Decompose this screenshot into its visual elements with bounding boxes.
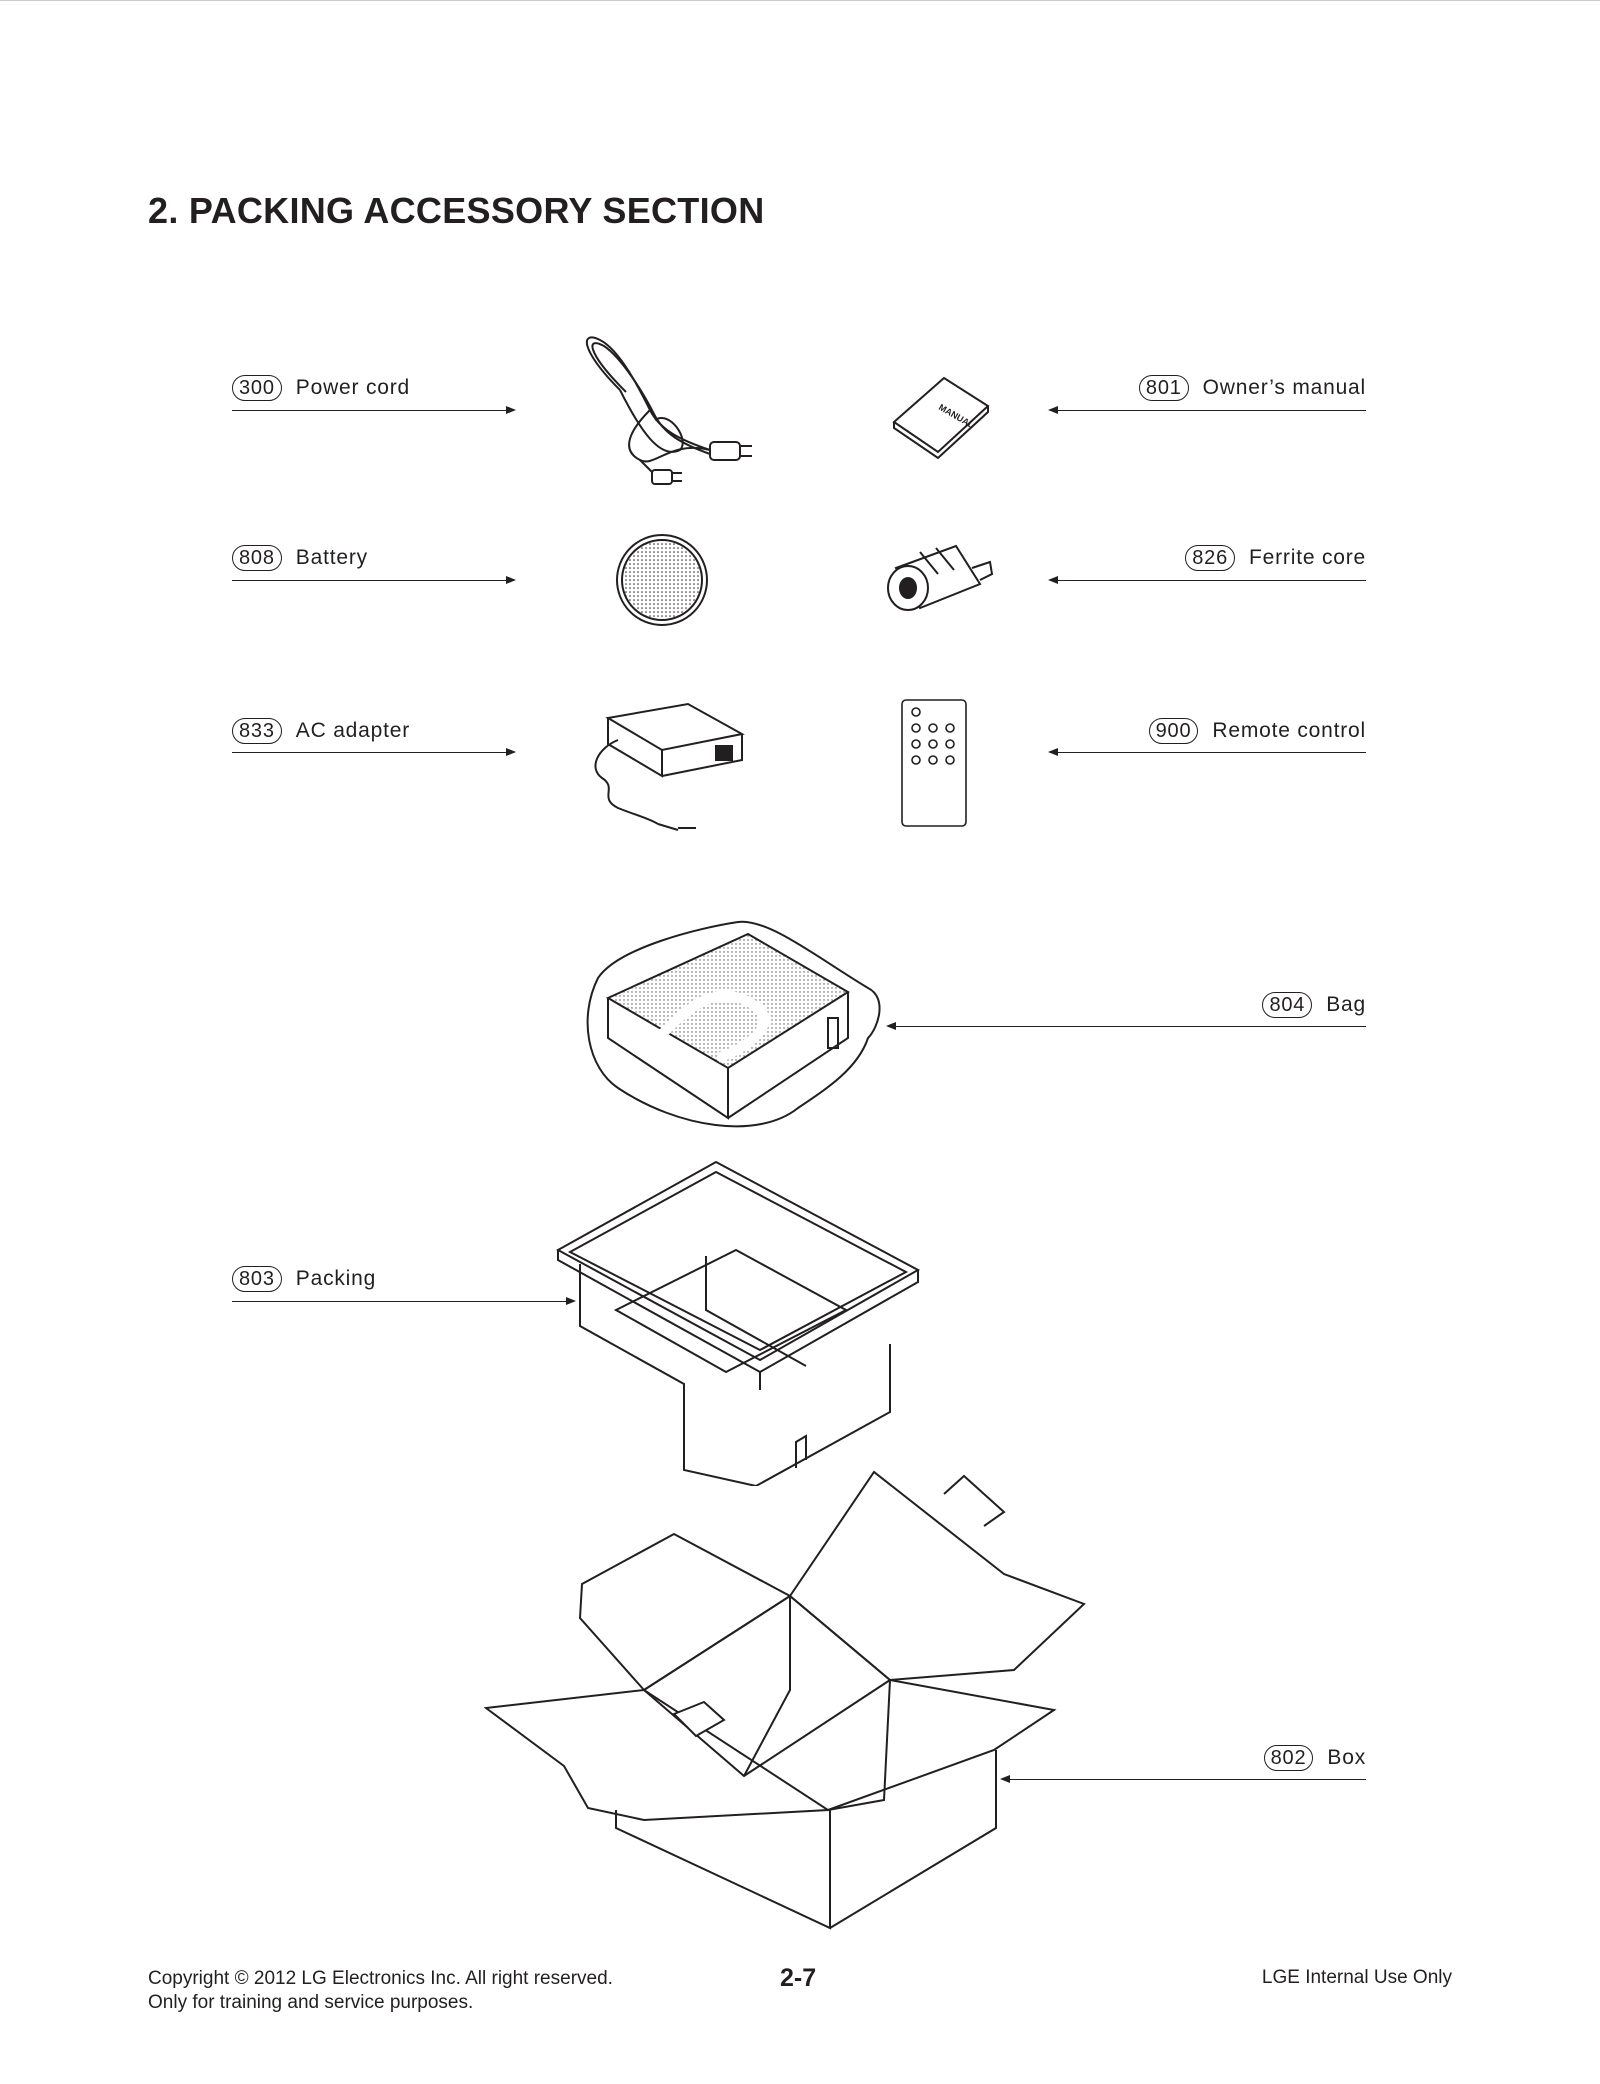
callout-box: 802 Box <box>1263 1743 1366 1773</box>
part-code: 804 <box>1262 992 1313 1018</box>
part-code: 300 <box>232 375 282 401</box>
copyright-text: Copyright © 2012 LG Electronics Inc. All… <box>148 1968 613 1989</box>
part-code: 802 <box>1263 1745 1314 1771</box>
part-name: Owner’s manual <box>1202 376 1366 399</box>
part-code: 808 <box>232 545 282 571</box>
part-name: Bag <box>1326 993 1366 1016</box>
leader-arrow <box>1000 1775 1366 1783</box>
callout-remote-control: 900 Remote control <box>1148 716 1366 746</box>
part-name: Packing <box>295 1267 377 1290</box>
bag-icon <box>586 920 881 1128</box>
ac-adapter-icon <box>594 702 745 831</box>
battery-icon <box>616 534 708 626</box>
part-code: 803 <box>232 1266 282 1292</box>
part-name: Box <box>1327 1746 1366 1769</box>
leader-arrow <box>1048 406 1366 414</box>
part-name: AC adapter <box>295 719 411 742</box>
callout-bag: 804 Bag <box>1262 990 1366 1020</box>
purpose-text: Only for training and service purposes. <box>148 1992 474 2013</box>
callout-power-cord: 300 Power cord <box>232 373 410 403</box>
part-code: 801 <box>1138 375 1189 401</box>
leader-arrow <box>232 576 516 584</box>
callout-battery: 808 Battery <box>232 543 368 573</box>
leader-arrow <box>1048 748 1366 756</box>
footer-copyright-block: Copyright © 2012 LG Electronics Inc. All… <box>148 1967 613 2015</box>
packing-icon <box>556 1160 920 1486</box>
manual-icon: MANUAL <box>892 376 990 460</box>
leader-arrow <box>1048 576 1366 584</box>
leader-arrow <box>886 1022 1366 1030</box>
leader-arrow <box>232 1297 576 1305</box>
callout-ferrite-core: 826 Ferrite core <box>1185 543 1366 573</box>
part-code: 833 <box>232 718 282 744</box>
page-number: 2-7 <box>780 1964 817 1992</box>
callout-ac-adapter: 833 AC adapter <box>232 716 410 746</box>
callout-packing: 803 Packing <box>232 1264 376 1294</box>
part-name: Remote control <box>1212 719 1366 742</box>
part-code: 900 <box>1148 718 1199 744</box>
box-icon <box>484 1470 1086 1930</box>
power-cord-icon <box>585 336 752 485</box>
remote-control-icon <box>901 699 967 827</box>
page-title: 2. PACKING ACCESSORY SECTION <box>148 190 765 231</box>
part-name: Power cord <box>295 376 410 399</box>
part-name: Ferrite core <box>1249 546 1366 569</box>
ferrite-core-icon <box>887 544 994 611</box>
internal-use-label: LGE Internal Use Only <box>1261 1967 1452 1988</box>
callout-owners-manual: 801 Owner’s manual <box>1138 373 1366 403</box>
part-name: Battery <box>295 546 368 569</box>
leader-arrow <box>232 748 516 756</box>
part-code: 826 <box>1185 545 1236 571</box>
page-top-border <box>0 0 1600 1</box>
leader-arrow <box>232 406 516 414</box>
